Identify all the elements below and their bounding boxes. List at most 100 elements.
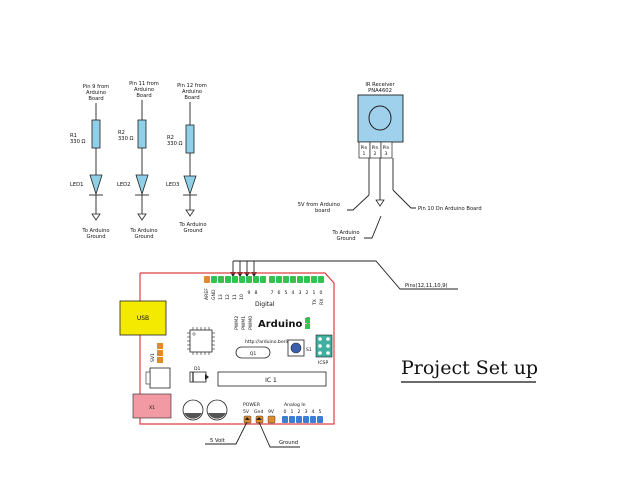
led1-pin-label-line3: Board [88,96,103,102]
ir-pin2-number: 2 [374,151,377,157]
ir-ground-label-line2: Ground [336,236,355,242]
analog-pin-4-label: 4 [312,409,315,415]
ir-receiver-circuit: IR Receiver PNA4602 Pin 1 Pin 2 Pin 3 5V… [298,82,482,242]
ic1-chip [217,371,327,387]
led-circuit-2: Pin 11 from Arduino Board R2 330 Ω LED2 … [117,81,159,240]
header-label-13: 13 [218,294,224,300]
ir-pin10-label: Pin 10 On Arduino Board [418,206,482,212]
s1-label: S1 [306,347,312,353]
header-label-3: 3 [299,290,302,296]
led2-pin-label-line3: Board [136,93,151,99]
header-label-0: 0 [320,290,323,296]
ir-5v-label-line1: 5V from Arduino [298,202,340,208]
led1-diode-icon [89,174,103,196]
ir-receiver-lens [368,105,392,131]
pins-callout-label: Pins(12,11,10,9) [405,283,448,289]
ir-pin3-label: Pin [383,145,390,151]
pins-callout: Pins(12,11,10,9) [230,260,458,290]
led1-pin-label-line2: Arduino [86,90,106,96]
led3-label: LED3 [166,182,179,188]
led-circuit-3: Pin 12 from Arduino Board R2 330 Ω LED3 … [166,83,207,234]
header-label-9: 9 [248,290,251,296]
arduino-board: USB AREF GND 13 12 11 10 9 8 7 6 5 4 3 2… [119,272,335,448]
power-jack-x1 [132,393,172,419]
led3-pin-label-line3: Board [184,95,199,101]
resistor-r2 [137,119,147,149]
analog-pin-3-label: 3 [305,409,308,415]
header-label-12: 12 [225,294,231,300]
led1-ground-arrow-icon [91,213,101,221]
analog-pin-0-label: 0 [284,409,287,415]
header-label-rx: RX [319,299,325,305]
icsp-label: ICSP [318,360,328,366]
header-label-7: 7 [271,290,274,296]
led3-pin-label-line1: Pin 12 from [177,83,207,89]
x1-label: X1 [149,405,155,411]
pwm2-label: PWM2 [234,316,240,330]
arduino-brand: Arduino [258,319,302,330]
led1-label: LED1 [70,182,83,188]
resistor-r3-label: R2 [167,135,174,141]
ir-pin1-number: 1 [363,151,366,157]
sv1-label: SV1 [150,353,156,362]
ground-callout-label: Ground [279,440,298,446]
power-pin-9v-label: 9V [268,409,275,415]
ir-pin3-number: 3 [385,151,388,157]
header-pin-aref [204,276,210,283]
header-label-11: 11 [232,294,238,300]
analog-pin-5-label: 5 [319,409,322,415]
project-title-group: Project Set up [401,357,538,383]
led2-ground-label-line1: To Arduino [129,228,157,234]
header-label-aref: AREF [204,288,210,300]
q1-label: Q1 [250,351,257,357]
header-label-6: 6 [278,290,281,296]
digital-label: Digital [255,301,275,308]
led3-ground-label-line2: Ground [183,228,202,234]
led3-ground-arrow-icon [185,209,195,217]
arduino-url: http://arduino.berlios.de [245,339,301,345]
resistor-r2-label: R2 [118,130,125,136]
power-pin-5v-label: 5V [243,409,250,415]
analog-pin-1-label: 1 [291,409,294,415]
ic1-label: IC 1 [265,377,277,384]
crystal-q1 [235,346,271,359]
resistor-r2-value: 330 Ω [118,136,134,142]
header-label-5: 5 [285,290,288,296]
led2-pin-label-line1: Pin 11 from [129,81,159,87]
pwm1-label: PWM1 [241,316,247,330]
ir-receiver-name: IR Receiver [365,82,395,88]
power-pin-gnd-label: Gnd [254,409,263,415]
power-label: POWER [243,402,261,408]
ir-ground-arrow-icon [375,199,385,207]
ir-ground-label-line1: To Arduino [331,230,359,236]
header-label-10: 10 [239,294,245,300]
resistor-r1-value: 330 Ω [70,139,86,145]
led2-label: LED2 [117,182,130,188]
led-circuit-1: Pin 9 from Arduino Board R1 330 Ω LED1 T… [70,84,110,240]
voltage-regulator [149,367,171,389]
led2-diode-icon [135,174,149,196]
d1-label: D1 [194,366,201,372]
resistor-r1 [91,119,101,149]
ir-pin2-label: Pin [372,145,379,151]
header-label-1: 1 [313,290,316,296]
ir-5v-label-line2: board [315,208,330,214]
resistor-r3-value: 330 Ω [167,141,183,147]
led1-ground-label-line1: To Arduino [81,228,109,234]
ir-pin1-label: Pin [361,145,368,151]
resistor-r3 [185,124,195,154]
analog-in-label: Analog In [284,402,306,408]
header-label-gnd: GND [211,289,217,300]
header-label-8: 8 [255,290,258,296]
header-label-2: 2 [306,290,309,296]
led2-ground-arrow-icon [137,213,147,221]
five-volt-label: 5 Volt [210,438,225,444]
led3-ground-label-line1: To Arduino [178,222,206,228]
ir-receiver-part: PNA4602 [368,88,392,94]
analog-pin-2-label: 2 [298,409,301,415]
led3-pin-label-line2: Arduino [182,89,202,95]
led2-pin-label-line2: Arduino [134,87,154,93]
resistor-r1-label: R1 [70,133,77,139]
led1-ground-label-line2: Ground [86,234,105,240]
